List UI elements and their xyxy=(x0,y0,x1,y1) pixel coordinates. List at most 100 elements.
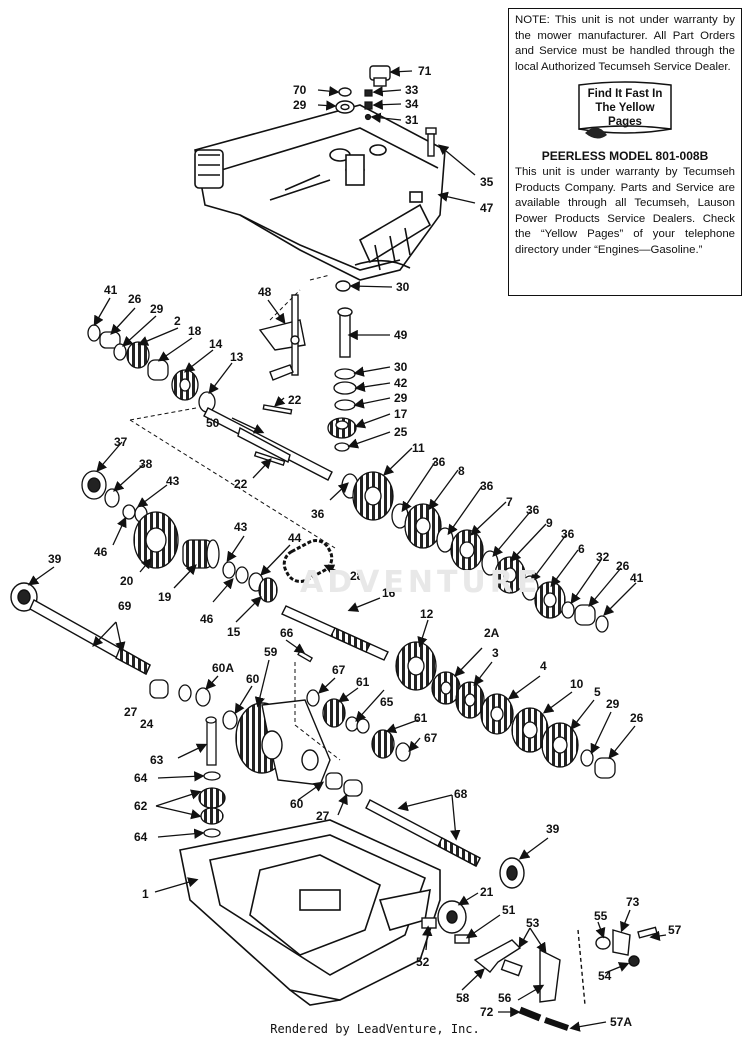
callout-32: 32 xyxy=(596,550,610,564)
callout-44: 44 xyxy=(288,531,302,545)
callout-12: 12 xyxy=(420,607,434,621)
differential-59 xyxy=(235,699,331,786)
callout-31: 31 xyxy=(405,113,419,127)
warranty-note-box: NOTE: This unit is not under warranty by… xyxy=(508,8,742,296)
callout-56: 56 xyxy=(498,991,512,1005)
callout-49: 49 xyxy=(394,328,408,342)
callout-37: 37 xyxy=(114,435,128,449)
callout-33: 33 xyxy=(405,83,419,97)
callout-20: 20 xyxy=(120,574,134,588)
axle-68 xyxy=(365,799,525,889)
callout-38: 38 xyxy=(139,457,153,471)
callout-68: 68 xyxy=(454,787,468,801)
callout-42: 42 xyxy=(394,376,408,390)
callout-2: 2 xyxy=(174,314,181,328)
callout-leaders xyxy=(27,66,667,1032)
lower-housing xyxy=(179,819,441,1006)
callout-24: 24 xyxy=(140,717,154,731)
callout-34: 34 xyxy=(405,97,419,111)
callout-29: 29 xyxy=(150,302,164,316)
upper-housing xyxy=(194,104,446,281)
callout-72: 72 xyxy=(480,1005,494,1019)
countershaft-50 xyxy=(203,404,333,481)
callout-62: 62 xyxy=(134,799,148,813)
callout-52: 52 xyxy=(416,955,430,969)
callout-53: 53 xyxy=(526,916,540,930)
callout-57a: 57A xyxy=(610,1015,632,1029)
gear-20 xyxy=(133,511,179,569)
callout-36a: 36 xyxy=(432,455,446,469)
callout-21: 21 xyxy=(480,885,494,899)
sprocket-19 xyxy=(182,539,220,569)
bolt-35 xyxy=(425,127,437,157)
callout-50: 50 xyxy=(206,416,220,430)
callout-labels: 71 70 33 29 34 31 35 47 30 41 26 29 2 18… xyxy=(48,64,682,1029)
callout-54: 54 xyxy=(598,969,612,983)
assembly-guide-lines xyxy=(129,274,341,761)
callout-18: 18 xyxy=(188,324,202,338)
warranty-note-text: NOTE: This unit is not under warranty by… xyxy=(515,14,735,73)
callout-59: 59 xyxy=(264,645,278,659)
callout-61a: 61 xyxy=(356,675,370,689)
callout-25: 25 xyxy=(394,425,408,439)
callout-16: 16 xyxy=(382,586,396,600)
callout-26c: 26 xyxy=(630,711,644,725)
callout-14: 14 xyxy=(209,337,223,351)
washers-30-42-29 xyxy=(333,368,357,411)
callout-71: 71 xyxy=(418,64,432,78)
callout-36e: 36 xyxy=(311,507,325,521)
shaft-49 xyxy=(335,280,353,358)
pin-63-gears-62 xyxy=(198,716,226,838)
bearing-37-38-43-46 xyxy=(81,470,148,523)
callout-46b: 46 xyxy=(200,612,214,626)
callout-57: 57 xyxy=(668,923,682,937)
callout-3: 3 xyxy=(492,646,499,660)
callout-60b: 60 xyxy=(246,672,260,686)
callout-30: 30 xyxy=(396,280,410,294)
callout-22b: 22 xyxy=(234,477,248,491)
callout-27b: 27 xyxy=(316,809,330,823)
callout-43b: 43 xyxy=(234,520,248,534)
callout-67b: 67 xyxy=(424,731,438,745)
yellow-pages-book-icon: Find It Fast In The Yellow Pages xyxy=(575,81,675,143)
parts-43-46-15 xyxy=(222,561,278,603)
callout-67a: 67 xyxy=(332,663,346,677)
callout-64a: 64 xyxy=(134,771,148,785)
washers-70-29 xyxy=(335,87,355,114)
callout-30b: 30 xyxy=(394,360,408,374)
callout-41: 41 xyxy=(104,283,118,297)
gear-row-upper xyxy=(341,471,609,633)
callout-27a: 27 xyxy=(124,705,138,719)
chain-28 xyxy=(282,539,334,583)
callout-2a: 2A xyxy=(484,626,500,640)
pinion-gears-61 xyxy=(297,650,411,762)
watermark-text: ADVENTURE xyxy=(300,565,542,600)
callout-26: 26 xyxy=(128,292,142,306)
callout-17: 17 xyxy=(394,407,408,421)
callout-36d: 36 xyxy=(561,527,575,541)
callout-29c: 29 xyxy=(394,391,408,405)
callout-58: 58 xyxy=(456,991,470,1005)
callout-19: 19 xyxy=(158,590,172,604)
callout-6: 6 xyxy=(578,542,585,556)
output-shaft-69 xyxy=(10,582,151,675)
brake-assembly xyxy=(421,900,658,1031)
callout-8: 8 xyxy=(458,464,465,478)
callout-29d: 29 xyxy=(606,697,620,711)
callout-15: 15 xyxy=(227,625,241,639)
yellow-pages-badge: Find It Fast In The Yellow Pages xyxy=(587,88,663,129)
callout-55: 55 xyxy=(594,909,608,923)
left-gear-stack xyxy=(87,324,216,413)
callout-61b: 61 xyxy=(414,711,428,725)
book-icon xyxy=(578,81,672,139)
callout-47: 47 xyxy=(480,201,494,215)
callout-70: 70 xyxy=(293,83,307,97)
callout-13: 13 xyxy=(230,350,244,364)
callout-26b: 26 xyxy=(616,559,630,573)
footer-credit: Rendered by LeadVenture, Inc. xyxy=(270,1022,480,1036)
callout-60c: 60 xyxy=(290,797,304,811)
callout-28: 28 xyxy=(350,569,364,583)
callout-65: 65 xyxy=(380,695,394,709)
callout-1: 1 xyxy=(142,887,149,901)
callout-48: 48 xyxy=(258,285,272,299)
